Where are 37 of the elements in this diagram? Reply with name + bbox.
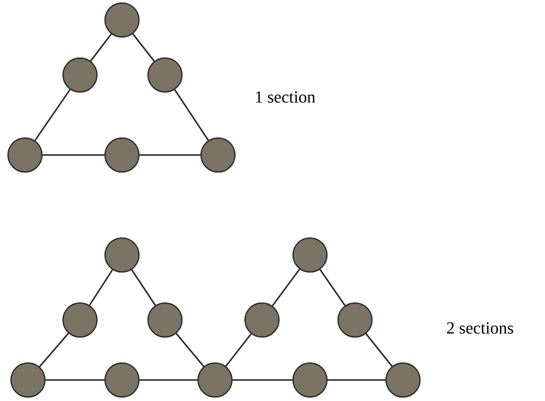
- connecting-line: [225, 333, 252, 367]
- ball-circle: [337, 302, 373, 338]
- ball-circle: [292, 237, 328, 273]
- section-label: 2 sections: [447, 322, 514, 334]
- ball-circle: [197, 362, 233, 398]
- ball-circle: [385, 362, 421, 398]
- ball-circle: [62, 57, 98, 93]
- connecting-line: [90, 34, 112, 62]
- connecting-line: [176, 333, 204, 367]
- connecting-line: [34, 89, 71, 141]
- ball-circle: [104, 237, 140, 273]
- connecting-line: [42, 154, 104, 156]
- ball-circle: [104, 137, 140, 173]
- connecting-line: [365, 333, 393, 367]
- connecting-line: [88, 269, 114, 306]
- ball-circle: [104, 362, 140, 398]
- connecting-line: [46, 379, 104, 381]
- section-label: 1 section: [256, 91, 316, 103]
- connecting-line: [272, 268, 300, 306]
- ball-circle: [292, 362, 328, 398]
- ball-circle: [104, 2, 140, 38]
- connecting-line: [140, 154, 200, 156]
- ball-circle: [10, 362, 46, 398]
- ball-circle: [200, 137, 236, 173]
- ball-circle: [147, 57, 183, 93]
- connecting-line: [132, 33, 155, 62]
- ball-circle: [62, 302, 98, 338]
- connecting-line: [38, 332, 70, 368]
- connecting-line: [140, 379, 198, 381]
- connecting-line: [174, 89, 209, 141]
- connecting-line: [131, 269, 156, 306]
- ball-circle: [244, 302, 280, 338]
- connecting-line: [328, 379, 386, 381]
- ball-circle: [147, 302, 183, 338]
- ball-circle: [7, 137, 43, 173]
- connecting-line: [319, 269, 346, 306]
- connecting-line: [232, 379, 292, 381]
